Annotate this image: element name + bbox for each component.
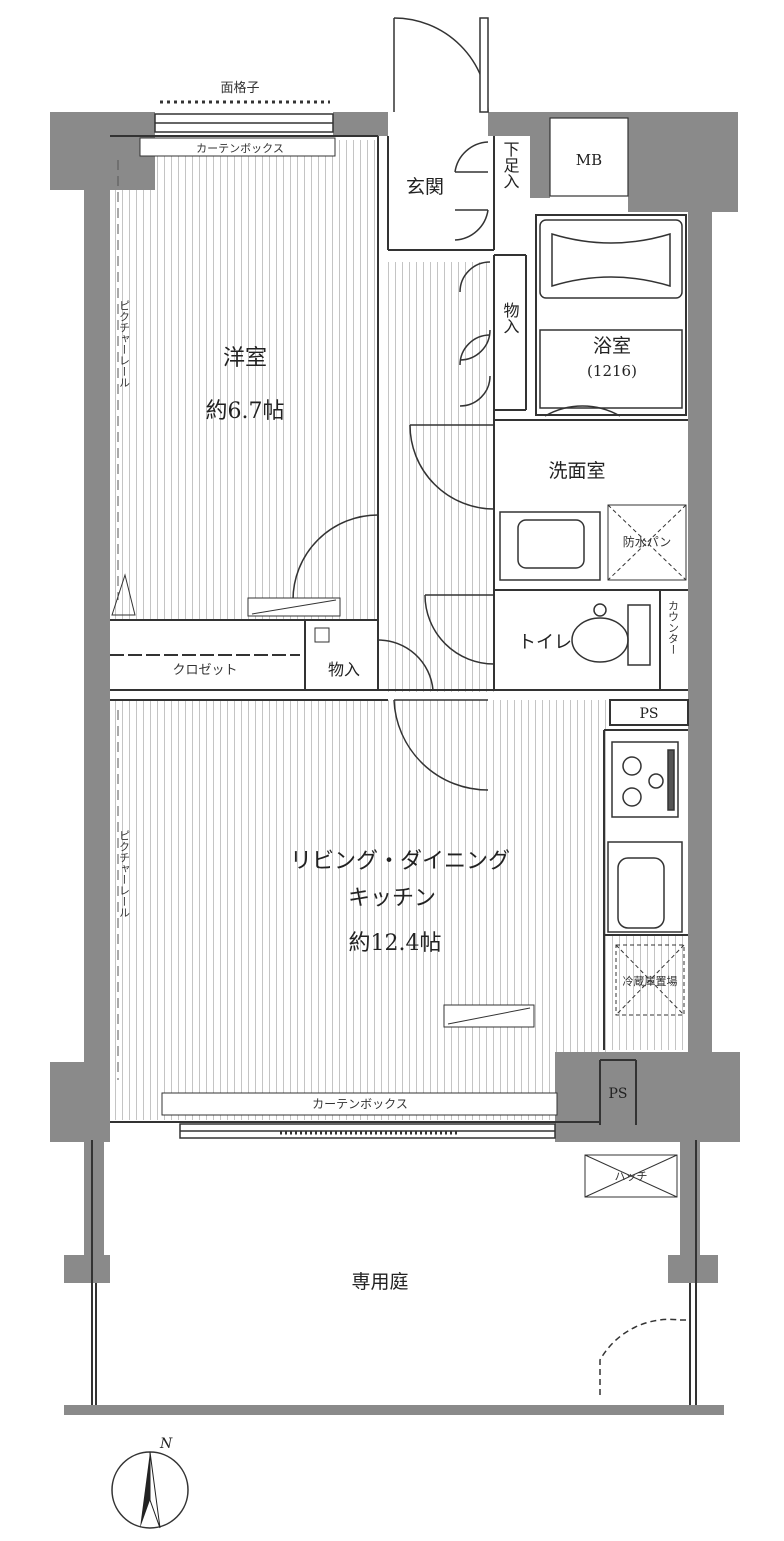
- waterproof-pan-label: 防水パン: [623, 534, 672, 549]
- shoe-storage-label: 下足入: [501, 141, 520, 189]
- curtain-box-top-label: カーテンボックス: [196, 142, 284, 155]
- curtain-box-top-shape: [139, 137, 336, 157]
- hatch-shape: [584, 1154, 678, 1198]
- floor-stripes: [110, 140, 688, 1120]
- curtain-box-bottom-label: カーテンボックス: [312, 1097, 408, 1111]
- picture-rail-lower-label: ピクチャーレール: [118, 830, 131, 918]
- hatch-label: ハッチ: [615, 1170, 648, 1183]
- ps-bottom-label: PS: [608, 1086, 627, 1102]
- ldk-label-line1: リビング・ダイニング: [290, 849, 510, 874]
- kitchen-sink: [607, 841, 683, 933]
- small-storage-label: 物入: [328, 660, 360, 679]
- closet-label: クロゼット: [172, 663, 237, 678]
- counter-label: カウンター: [667, 600, 680, 655]
- walls: [50, 112, 740, 1415]
- ldk-label-line2: キッチン: [348, 886, 436, 911]
- toilet-fixture: [571, 603, 651, 666]
- bathtub: [539, 219, 683, 409]
- closet-door-mark: [111, 573, 136, 616]
- bathroom-label: 浴室: [593, 335, 631, 357]
- floor-hatches: [247, 597, 535, 1028]
- bathroom-size: (1216): [587, 362, 637, 380]
- windows: [154, 113, 556, 1139]
- fridge-space-shape: [615, 944, 685, 1016]
- north-compass-icon: N: [111, 1436, 189, 1529]
- waterproof-pan-shape: [607, 504, 687, 581]
- ldk-size: 約12.4帖: [349, 931, 442, 956]
- mb-label: MB: [576, 151, 602, 169]
- western-room-label: 洋室: [223, 346, 267, 371]
- stove: [611, 741, 679, 818]
- western-room-size: 約6.7帖: [206, 399, 285, 424]
- entrance-label: 玄関: [406, 176, 444, 198]
- hall-storage-label: 物入: [501, 302, 520, 334]
- curtain-box-bottom-shape: [161, 1092, 558, 1116]
- window-grille-label: 面格子: [220, 80, 259, 96]
- picture-rail-left-label: ピクチャーレール: [118, 300, 131, 388]
- doors: [292, 17, 690, 1395]
- north-label: N: [159, 1436, 173, 1452]
- small-storage-box: [314, 627, 330, 643]
- partitions: [91, 135, 697, 1405]
- ps-top-label: PS: [639, 706, 658, 722]
- washroom-label: 洗面室: [548, 460, 605, 482]
- toilet-label: トイレ: [518, 632, 572, 653]
- fridge-space-label: 冷蔵庫置場: [623, 974, 678, 988]
- washbasin: [499, 511, 601, 581]
- mb-box: [549, 117, 629, 197]
- private-garden-label: 専用庭: [351, 1271, 408, 1293]
